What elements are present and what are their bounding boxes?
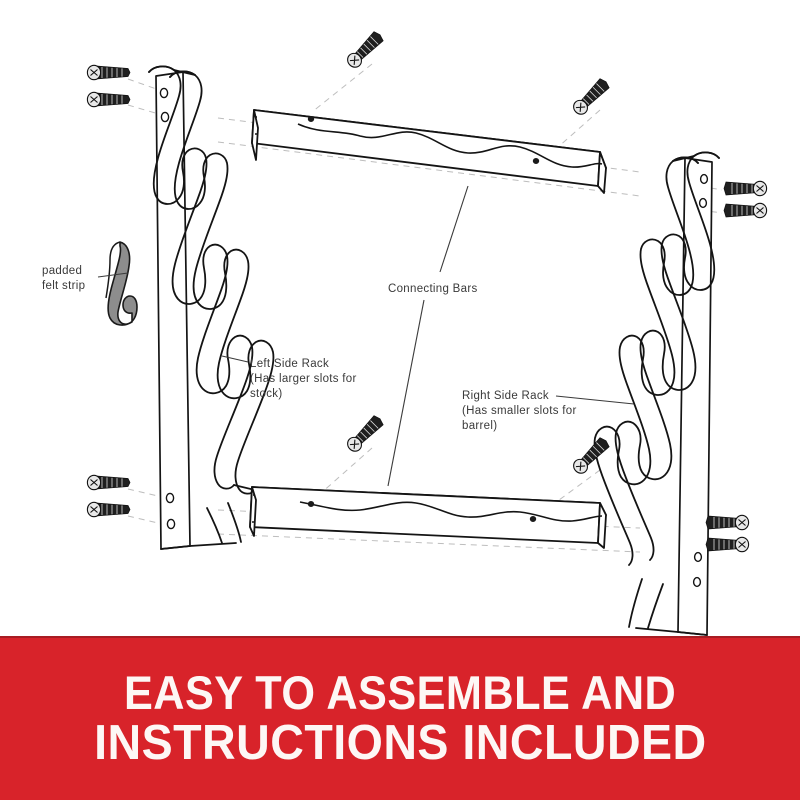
connecting-bar-bottom [249,486,607,549]
screw-bottom-right-2 [705,536,750,553]
label-connecting-bars: Connecting Bars [388,283,478,295]
leader-lines [97,185,635,487]
left-side-rack [148,65,275,550]
connecting-bar-top [251,109,607,194]
label-padded-felt-strip-line1: padded [42,265,82,277]
label-right-side-rack-line1: Right Side Rack [462,390,549,402]
leader-left-side-rack [221,355,249,363]
label-padded-felt-strip-line2: felt strip [42,280,85,292]
screw-bottom-right-1 [705,514,750,531]
screw-top-right-1 [723,180,768,197]
leader-padded-felt-strip [97,272,129,278]
label-right-side-rack-line3: barrel) [462,420,497,432]
label-right-side-rack-line2: (Has smaller slots for [462,405,577,417]
leader-connecting-bar-bottom [387,299,425,487]
screw-top-right-2 [723,202,768,219]
leader-connecting-bar-top [439,185,469,273]
promo-banner: EASY TO ASSEMBLE AND INSTRUCTIONS INCLUD… [0,636,800,800]
padded-felt-strip-part [105,241,138,326]
label-left-side-rack-line2: (Has larger slots for [250,373,357,385]
assembly-diagram-svg: padded felt strip Left Side Rack (Has la… [42,29,768,636]
promo-banner-line-2: INSTRUCTIONS INCLUDED [93,715,707,770]
diagram-text-labels: padded felt strip Left Side Rack (Has la… [42,265,577,432]
right-side-rack [593,151,720,636]
assembly-diagram: padded felt strip Left Side Rack (Has la… [42,29,768,636]
label-left-side-rack-line3: stock) [250,388,282,400]
promo-banner-line-1: EASY TO ASSEMBLE AND [123,666,677,720]
label-left-side-rack-line1: Left Side Rack [250,358,329,370]
leader-right-side-rack [555,395,635,405]
